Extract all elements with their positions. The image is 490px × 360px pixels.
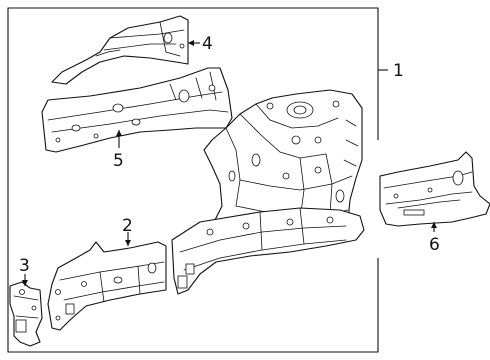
part-1-front-structure [203,89,363,245]
assembly-frame [7,7,379,353]
part-3-bracket [9,281,43,347]
callout-5: 5 [113,151,124,171]
callout-2: 2 [122,216,133,236]
part-5-upper-rail [41,67,233,153]
callout-6: 6 [429,235,440,255]
arrow-head-3 [22,280,28,286]
arrow-head-2 [125,240,131,246]
part-1-lower-rail [171,207,365,295]
arrow-head-6 [431,222,437,228]
callout-4: 4 [202,34,213,54]
callout-3: 3 [19,256,30,276]
part-4-apron-extension [51,15,189,85]
part-2-lower-rail-section [47,241,167,331]
callout-1: 1 [393,61,404,81]
arrow-head-5 [116,130,122,136]
part-6-rail-extension [379,151,490,227]
arrow-head-4 [188,40,194,46]
